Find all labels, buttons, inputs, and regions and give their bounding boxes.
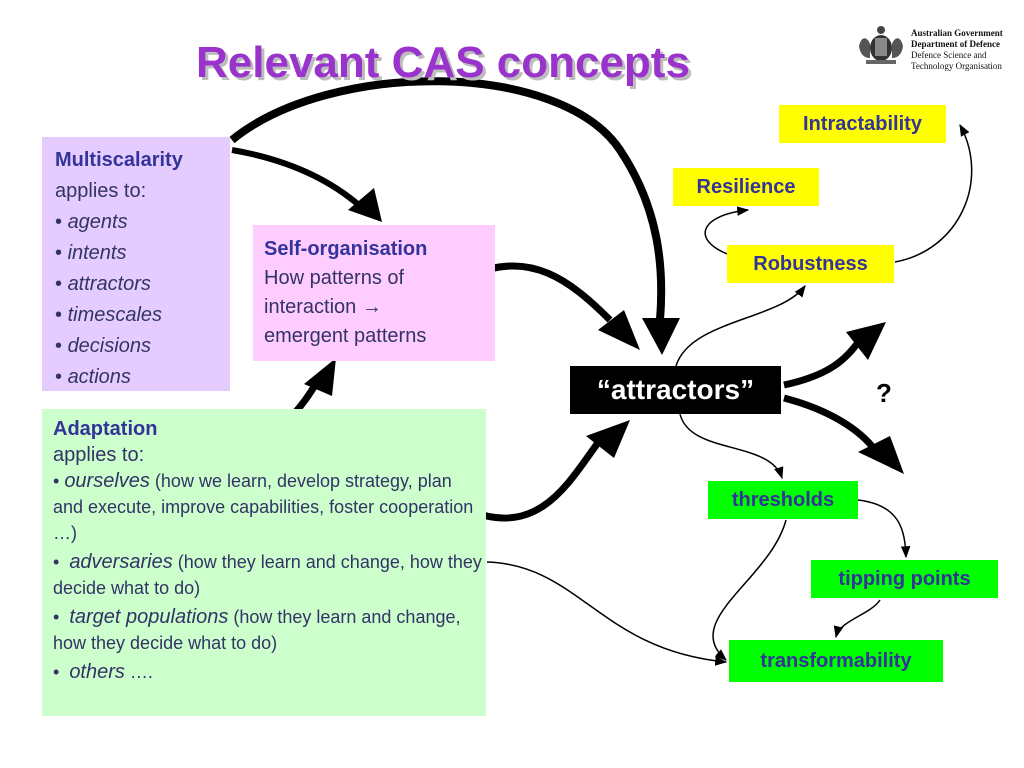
- adaptation-item-term: adversaries: [69, 551, 173, 573]
- adaptation-item: • target populations (how they learn and…: [53, 606, 461, 653]
- concept-robustness: Robustness: [727, 245, 894, 283]
- adaptation-item: • ourselves (how we learn, develop strat…: [53, 470, 474, 543]
- concept-intractability: Intractability: [779, 105, 946, 143]
- list-item: decisions: [55, 331, 230, 362]
- arrow-multi-to-selforg: [231, 147, 362, 209]
- list-item: intents: [55, 238, 230, 269]
- self-organisation-line-3: emergent patterns: [264, 325, 427, 347]
- adaptation-item-desc: (how we learn, develop strategy, plan an…: [53, 471, 474, 543]
- logo-line-3: Defence Science and: [911, 50, 987, 60]
- logo-line-1: Australian Government: [911, 28, 1003, 38]
- list-item: timescales: [55, 300, 230, 331]
- multiscalarity-list: agents intents attractors timescales dec…: [55, 207, 230, 393]
- arrow-adapt-transf: [486, 561, 728, 666]
- multiscalarity-applies: applies to:: [55, 180, 147, 202]
- arrow-attractors-robustness: [675, 285, 806, 367]
- logo-line-4: Technology Organisation: [911, 61, 1002, 71]
- adaptation-item: • others ….: [53, 661, 153, 683]
- concept-tipping-points: tipping points: [811, 560, 998, 598]
- self-organisation-line-1: How patterns of: [264, 267, 405, 289]
- self-organisation-line-2: interaction →: [264, 296, 382, 318]
- logo-line-2: Department of Defence: [911, 39, 1000, 49]
- attractors-node: “attractors”: [570, 366, 781, 414]
- adaptation-item-desc: (how they learn and change, how they dec…: [53, 607, 461, 653]
- arrow-tipping-transf: [833, 599, 881, 639]
- arrowhead-up: [846, 322, 886, 360]
- multiscalarity-heading: Multiscalarity: [55, 149, 183, 171]
- adaptation-item-term: ourselves: [64, 470, 150, 492]
- list-item: actions: [55, 362, 230, 393]
- arrowhead-attractors-top: [642, 318, 680, 355]
- coat-of-arms-crest-icon: [859, 26, 903, 64]
- arrow-thresholds-tipping: [857, 499, 911, 559]
- list-item: attractors: [55, 269, 230, 300]
- arrowhead-down: [858, 436, 904, 474]
- adaptation-applies: applies to:: [53, 444, 145, 466]
- adaptation-heading: Adaptation: [53, 418, 158, 440]
- adaptation-item: • adversaries (how they learn and change…: [53, 551, 482, 598]
- arrowhead-adapt-attractors: [586, 420, 630, 458]
- adaptation-box: Adaptation applies to: • ourselves (how …: [42, 409, 486, 716]
- self-organisation-box: Self-organisation How patterns of intera…: [253, 225, 495, 361]
- list-item: agents: [55, 207, 230, 238]
- arrow-multi-to-attractors: [229, 77, 666, 321]
- adaptation-item-term: others: [69, 661, 125, 683]
- multiscalarity-box: Multiscalarity applies to: agents intent…: [42, 137, 230, 391]
- adaptation-item-term: target populations: [69, 606, 229, 628]
- adaptation-item-desc: (how they learn and change, how they dec…: [53, 552, 482, 598]
- arrow-attractors-thresholds: [679, 413, 784, 480]
- question-mark: ?: [876, 378, 892, 408]
- arrow-robustness-resilience: [704, 206, 750, 256]
- arrow-robustness-intractability: [894, 123, 973, 263]
- arrow-thresholds-transf: [712, 519, 787, 661]
- arrowhead-adapt-selforg: [304, 358, 336, 396]
- arrow-adapt-to-attractors: [466, 437, 603, 522]
- arrow-attractors-down: [783, 394, 878, 453]
- arrowhead-selforg: [348, 188, 382, 222]
- page-title: Relevant CAS concepts: [196, 38, 690, 87]
- arrow-attractors-up: [783, 337, 863, 389]
- concept-transformability: transformability: [729, 640, 943, 682]
- concept-resilience: Resilience: [673, 168, 819, 206]
- arrowhead-selforg-attractors: [598, 310, 640, 350]
- self-organisation-heading: Self-organisation: [264, 238, 428, 260]
- concept-thresholds: thresholds: [708, 481, 858, 519]
- government-logo: Australian Government Department of Defe…: [856, 22, 1016, 82]
- adaptation-item-desc: ….: [124, 662, 153, 682]
